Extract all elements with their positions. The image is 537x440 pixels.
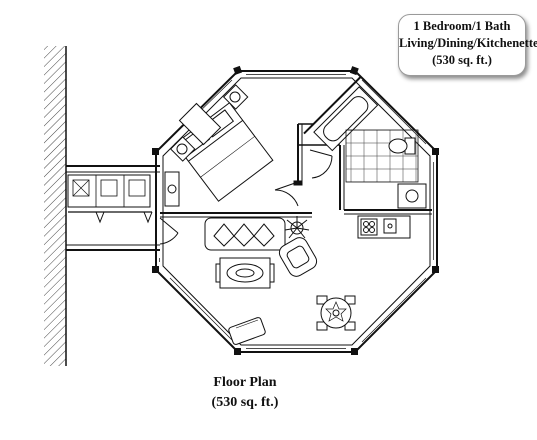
coffee-table: [215, 257, 275, 289]
info-rooms: Living/Dining/Kitchenette: [399, 36, 537, 50]
caption-title: Floor Plan: [213, 375, 277, 390]
info-bedrooms: 1 Bedroom/1 Bath: [413, 19, 511, 33]
bathtub: [303, 76, 379, 152]
toilet: [388, 137, 416, 155]
lounge-chair: [228, 317, 266, 345]
bathroom-door: [309, 149, 333, 179]
interior-walls: [160, 123, 432, 218]
bedroom-door: [274, 180, 303, 207]
dining-table: [316, 295, 356, 331]
info-box: 1 Bedroom/1 Bath Living/Dining/Kitchenet…: [398, 14, 537, 76]
sofa: [204, 217, 286, 251]
bath-vanity: [397, 183, 427, 209]
entry-door: [159, 217, 179, 245]
armchair: [278, 237, 318, 277]
nightstands: [169, 84, 249, 162]
caption-area: (530 sq. ft.): [211, 395, 279, 410]
info-area: (530 sq. ft.): [432, 53, 492, 67]
dresser: [178, 102, 222, 146]
kitchenette: [357, 215, 411, 239]
plant: [284, 216, 310, 239]
plan-caption: Floor Plan (530 sq. ft.): [200, 373, 290, 413]
corner-posts: [152, 65, 439, 355]
wardrobe: [164, 171, 180, 207]
walkway: [66, 165, 160, 251]
exterior-wall-hatch: [44, 46, 67, 366]
